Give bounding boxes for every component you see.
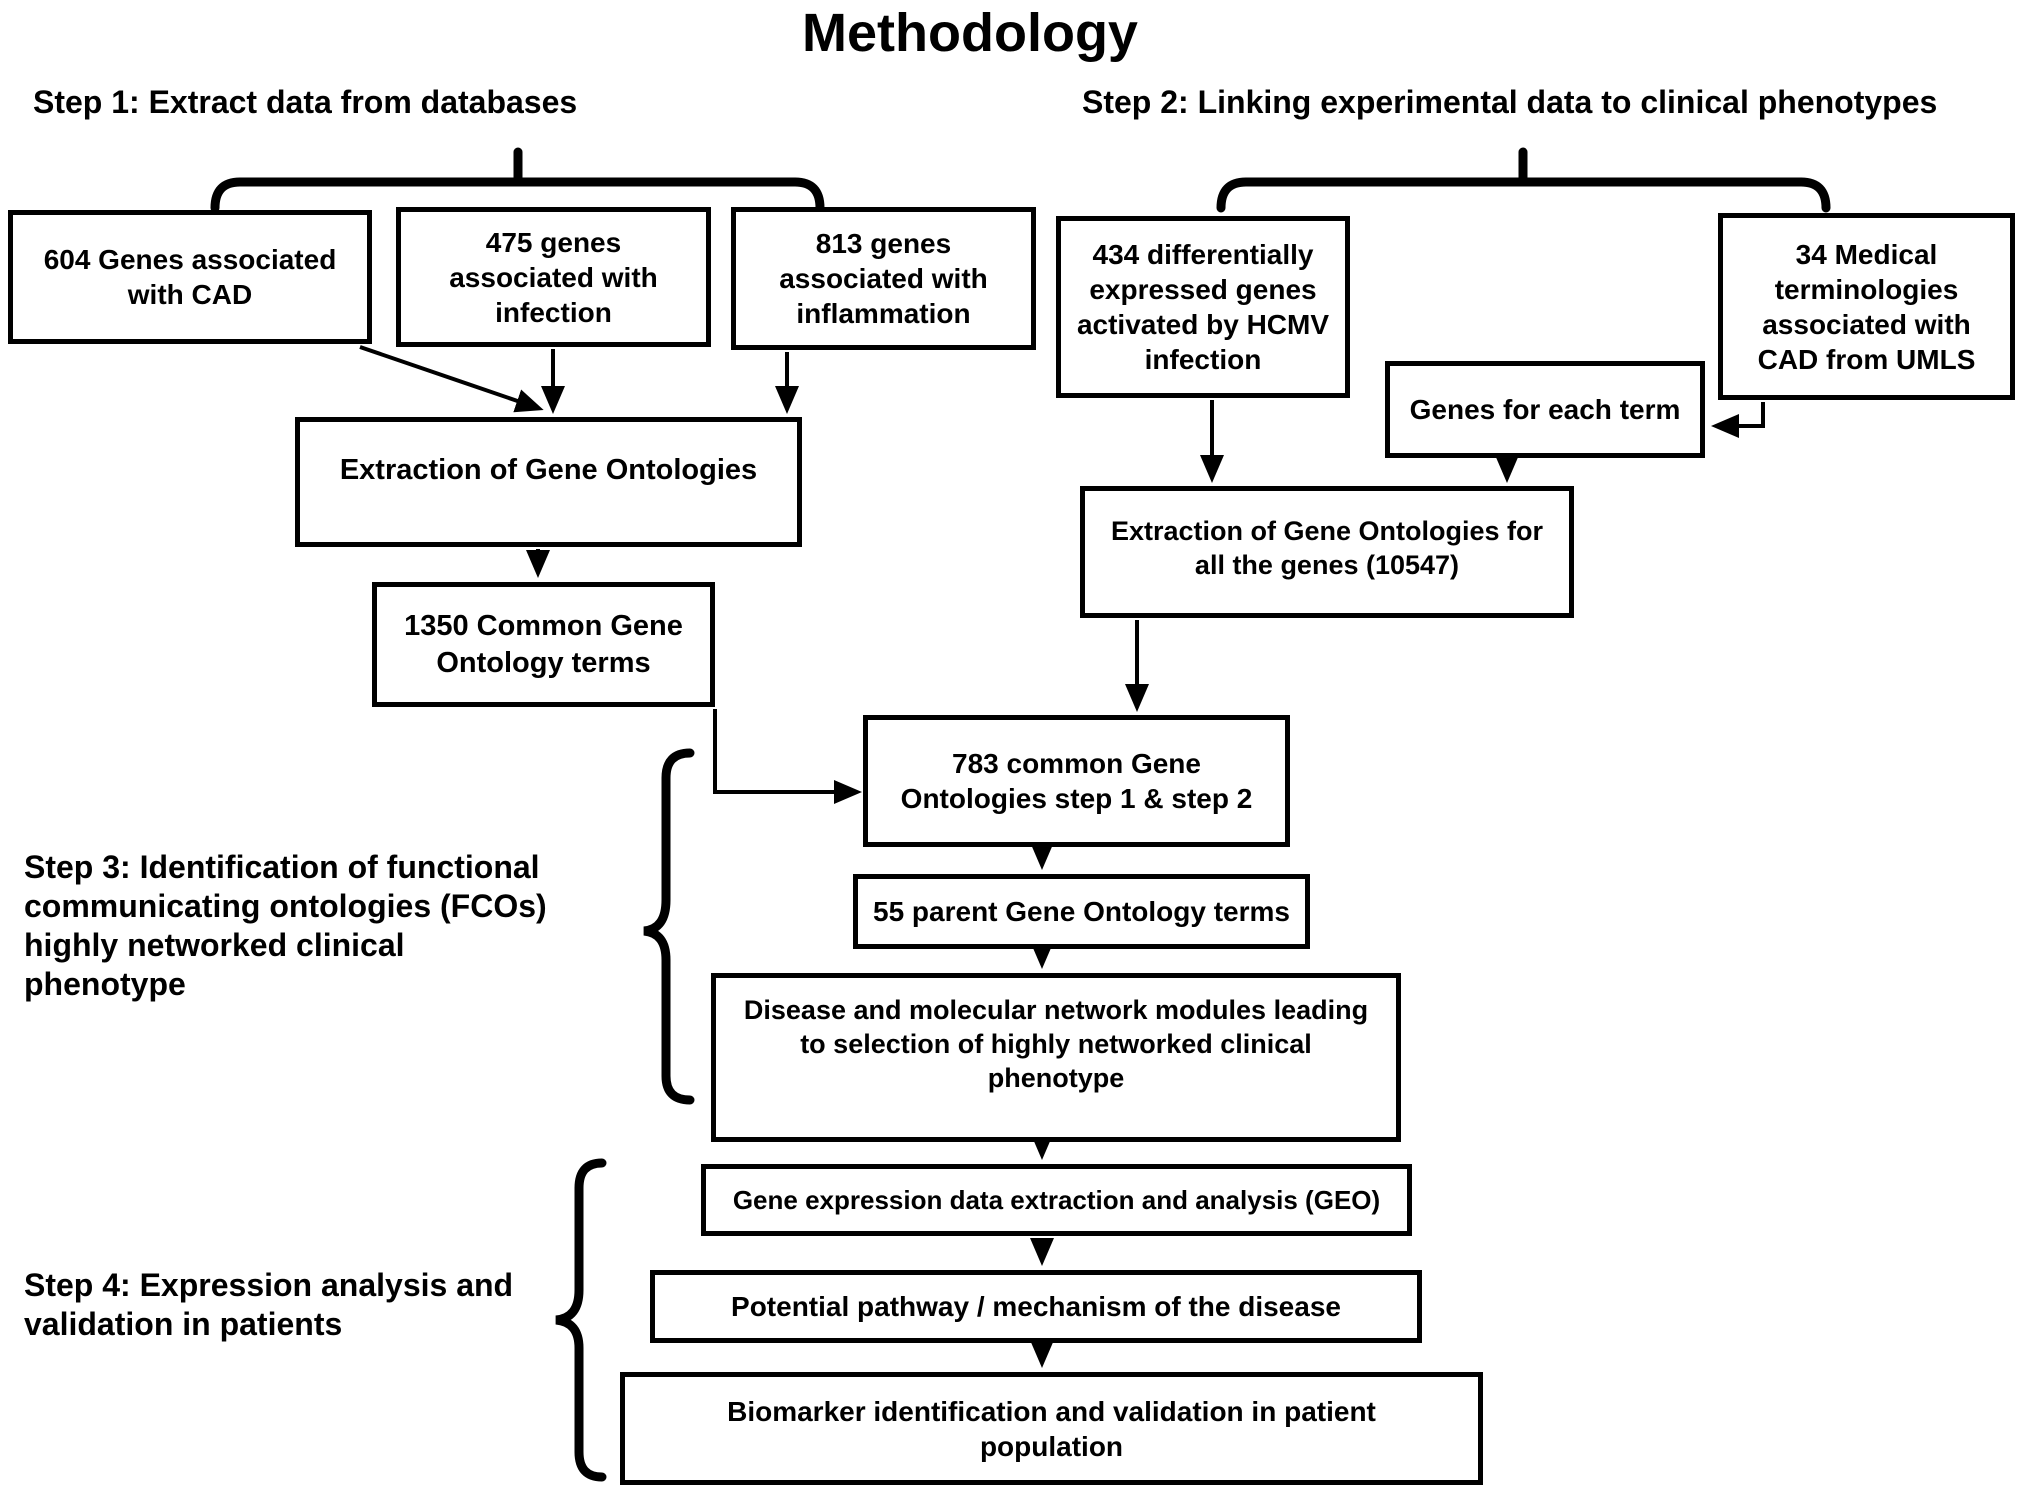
box-783-common-ontologies: 783 common Gene Ontologies step 1 & step… <box>863 715 1290 847</box>
step4-brace <box>555 1158 607 1482</box>
step3-brace <box>643 748 695 1105</box>
arrow-umls-to-genesterm <box>1711 402 1765 438</box>
box-biomarker-validation: Biomarker identification and validation … <box>620 1372 1483 1485</box>
box-55-parent-terms: 55 parent Gene Ontology terms <box>853 874 1310 949</box>
box-hcmv-genes: 434 differentially expressed genes activ… <box>1056 216 1350 398</box>
box-1350-common-terms: 1350 Common Gene Ontology terms <box>372 582 715 707</box>
box-disease-modules: Disease and molecular network modules le… <box>711 973 1401 1142</box>
box-genes-infection: 475 genes associated with infection <box>396 207 711 347</box>
box-genes-inflammation: 813 genes associated with inflammation <box>731 207 1036 350</box>
box-potential-pathway: Potential pathway / mechanism of the dis… <box>650 1270 1422 1343</box>
step1-heading: Step 1: Extract data from databases <box>33 84 578 120</box>
step3-label: Step 3: Identification of functional com… <box>24 849 547 1002</box>
box-extraction-step1: Extraction of Gene Ontologies <box>295 417 802 547</box>
arrow-604-to-extraction1 <box>359 345 544 413</box>
box-genes-each-term: Genes for each term <box>1385 361 1705 458</box>
box-genes-cad: 604 Genes associated with CAD <box>8 210 372 344</box>
arrow-1350-to-783 <box>713 709 862 804</box>
box-umls-terms: 34 Medical terminologies associated with… <box>1718 213 2015 400</box>
box-extraction-step2: Extraction of Gene Ontologies for all th… <box>1080 486 1574 618</box>
step4-label: Step 4: Expression analysis and validati… <box>24 1267 514 1342</box>
page-title: Methodology <box>802 3 1138 63</box>
box-geo-analysis: Gene expression data extraction and anal… <box>701 1164 1412 1236</box>
step2-heading: Step 2: Linking experimental data to cli… <box>1082 84 1938 120</box>
